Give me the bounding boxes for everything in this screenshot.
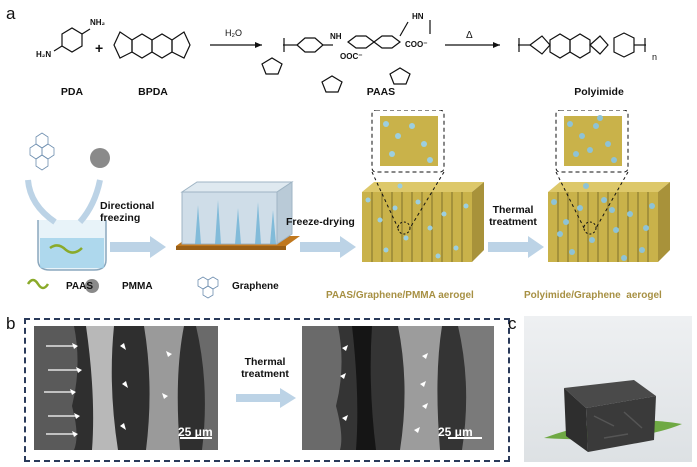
panel-b-frame — [24, 318, 510, 462]
bpda-label: BPDA — [138, 86, 168, 98]
step-directional-freezing: Directional freezing — [100, 200, 155, 225]
process-schematic — [25, 110, 670, 299]
polyimide-label: Polyimide — [574, 86, 624, 98]
aerogel-2-label: Polyimide/Graphene aerogel — [524, 290, 662, 301]
panel-letter-c: c — [508, 314, 517, 333]
plus-sign: + — [95, 40, 104, 56]
water-label: H₂O — [225, 28, 242, 38]
panel-letter-a: a — [6, 4, 16, 23]
legend-graphene-label: Graphene — [232, 281, 279, 292]
step-freeze-drying: Freeze-drying — [286, 216, 355, 228]
pmma-ball-icon — [90, 148, 110, 168]
photo-aerogel-cube — [524, 316, 692, 462]
pda-label: PDA — [60, 86, 84, 98]
heat-label: Δ — [466, 30, 473, 41]
scale-bar-left: 25 μm — [178, 425, 213, 439]
panel-letter-b: b — [6, 314, 16, 333]
coo-label: COO⁻ — [405, 40, 428, 49]
nh2-label: NH₂ — [90, 18, 106, 27]
sem-image-before — [34, 326, 218, 450]
panel-b-arrow-label: Thermal treatment — [241, 356, 289, 381]
beaker-icon — [37, 220, 107, 271]
paas-legend-icon — [26, 278, 50, 290]
ooc-label: OOC⁻ — [340, 52, 363, 61]
hn-label: HN — [412, 12, 424, 21]
aerogel-2 — [548, 182, 670, 262]
legend-pmma-label: PMMA — [122, 281, 153, 292]
panel-b-arrow-icon — [236, 388, 296, 408]
legend-paas-label: PAAS — [66, 281, 94, 292]
step-thermal-treatment: Thermal treatment — [489, 204, 537, 229]
h2n-label: H₂N — [36, 50, 52, 59]
sem-image-after — [302, 326, 494, 450]
n-subscript: n — [652, 52, 658, 62]
nh-label: NH — [330, 32, 342, 41]
aerogel-1 — [362, 182, 484, 262]
aerogel-1-label: PAAS/Graphene/PMMA aerogel — [326, 290, 474, 301]
scale-bar-right: 25 μm — [438, 425, 473, 439]
paas-label: PAAS — [366, 86, 396, 98]
reaction-scheme — [53, 20, 646, 93]
graphene-hex-icon — [29, 132, 55, 171]
